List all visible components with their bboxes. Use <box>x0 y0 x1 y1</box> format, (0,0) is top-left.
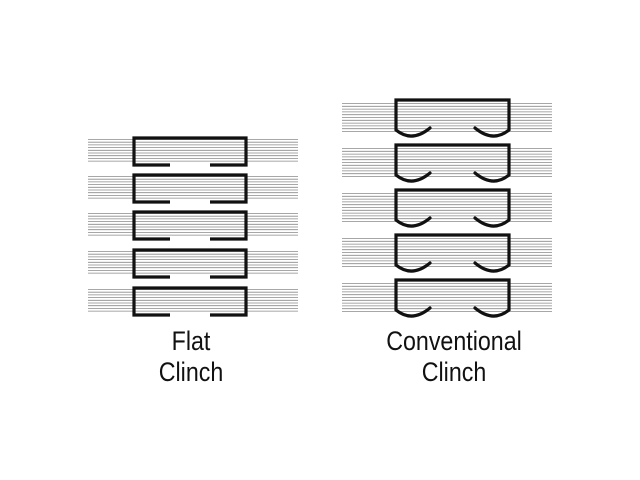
flat-clinch-illustration <box>88 136 298 317</box>
paper-stack <box>88 289 298 312</box>
flat-clinch-label-line2: Clinch <box>158 357 224 387</box>
flat-clinch-caption: Flat Clinch <box>127 326 256 388</box>
conventional-clinch-label-line1: Conventional <box>386 326 522 356</box>
paper-stack <box>342 193 552 222</box>
paper-stack <box>342 103 552 132</box>
flat-clinch-staple <box>132 286 248 317</box>
conventional-clinch-illustration <box>342 98 552 318</box>
paper-stack <box>88 213 298 236</box>
paper-stack <box>342 283 552 312</box>
conventional-clinch-staple <box>394 98 511 138</box>
paper-stack <box>342 238 552 267</box>
paper-stack <box>342 148 552 177</box>
conventional-clinch-caption: Conventional Clinch <box>356 326 552 388</box>
paper-stack <box>88 176 298 199</box>
flat-clinch-staple <box>132 210 248 241</box>
flat-clinch-staple <box>132 173 248 204</box>
paper-stack <box>88 139 298 162</box>
conventional-clinch-staple <box>394 233 511 273</box>
paper-stack <box>88 251 298 274</box>
conventional-clinch-staple <box>394 278 511 318</box>
conventional-clinch-staple <box>394 188 511 228</box>
flat-clinch-label-line1: Flat <box>171 326 211 356</box>
conventional-clinch-staple <box>394 143 511 183</box>
flat-clinch-staple <box>132 136 248 167</box>
flat-clinch-staple <box>132 248 248 279</box>
conventional-clinch-label-line2: Clinch <box>421 357 487 387</box>
